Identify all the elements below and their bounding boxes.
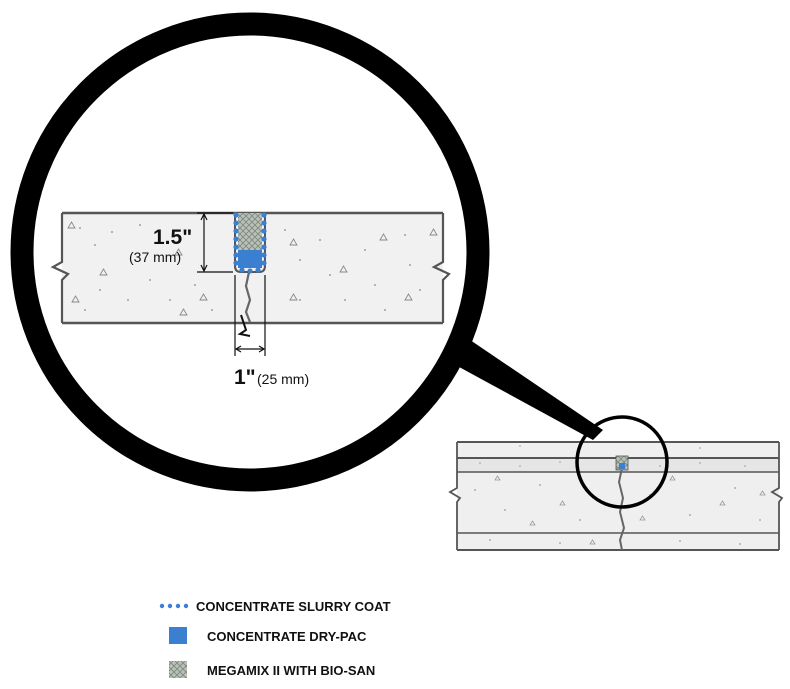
slurry-dots-icon: [159, 603, 189, 609]
legend-label-slurry: CONCENTRATE SLURRY COAT: [196, 599, 391, 614]
megamix-fill: [238, 213, 262, 250]
slurry-coat-dots: [233, 212, 267, 274]
magnifier-lens: 1.5" (37 mm) 1" (25 mm): [10, 12, 490, 492]
drypac-swatch-icon: [169, 627, 187, 644]
small-slab-aggregate: [474, 445, 761, 545]
legend-label-drypac: CONCENTRATE DRY-PAC: [207, 629, 367, 644]
crack-break-symbol: [237, 314, 251, 337]
small-slab: [448, 415, 784, 551]
height-imperial-label: 1.5": [153, 226, 192, 249]
large-slab-crack: [244, 271, 252, 323]
width-dimension: [234, 275, 266, 356]
magnifier-connector: [428, 325, 603, 440]
small-slab-right-break: [770, 442, 784, 550]
large-slab-aggregate: [79, 224, 421, 311]
drypac-fill: [238, 250, 262, 268]
width-imperial-label: 1": [234, 366, 256, 389]
height-metric-label: (37 mm): [129, 249, 181, 265]
small-slab-crack: [617, 467, 626, 551]
large-slab-left-break: [50, 213, 70, 323]
large-slab-right-break: [431, 213, 451, 323]
legend-item-slurry: CONCENTRATE SLURRY COAT: [159, 599, 391, 614]
legend-label-megamix: MEGAMIX II WITH BIO-SAN: [207, 663, 375, 678]
height-dimension: [197, 212, 233, 273]
legend-item-drypac: CONCENTRATE DRY-PAC: [169, 627, 367, 644]
legend: CONCENTRATE SLURRY COAT CONCENTRATE DRY-…: [159, 599, 391, 678]
magnifier-small-circle: [575, 415, 669, 509]
magnifier-ring: [10, 12, 490, 492]
repair-joint: [233, 212, 267, 274]
megamix-swatch-icon: [169, 661, 187, 678]
width-metric-label: (25 mm): [257, 371, 309, 387]
legend-item-megamix: MEGAMIX II WITH BIO-SAN: [169, 661, 375, 678]
small-slab-left-break: [448, 442, 462, 550]
